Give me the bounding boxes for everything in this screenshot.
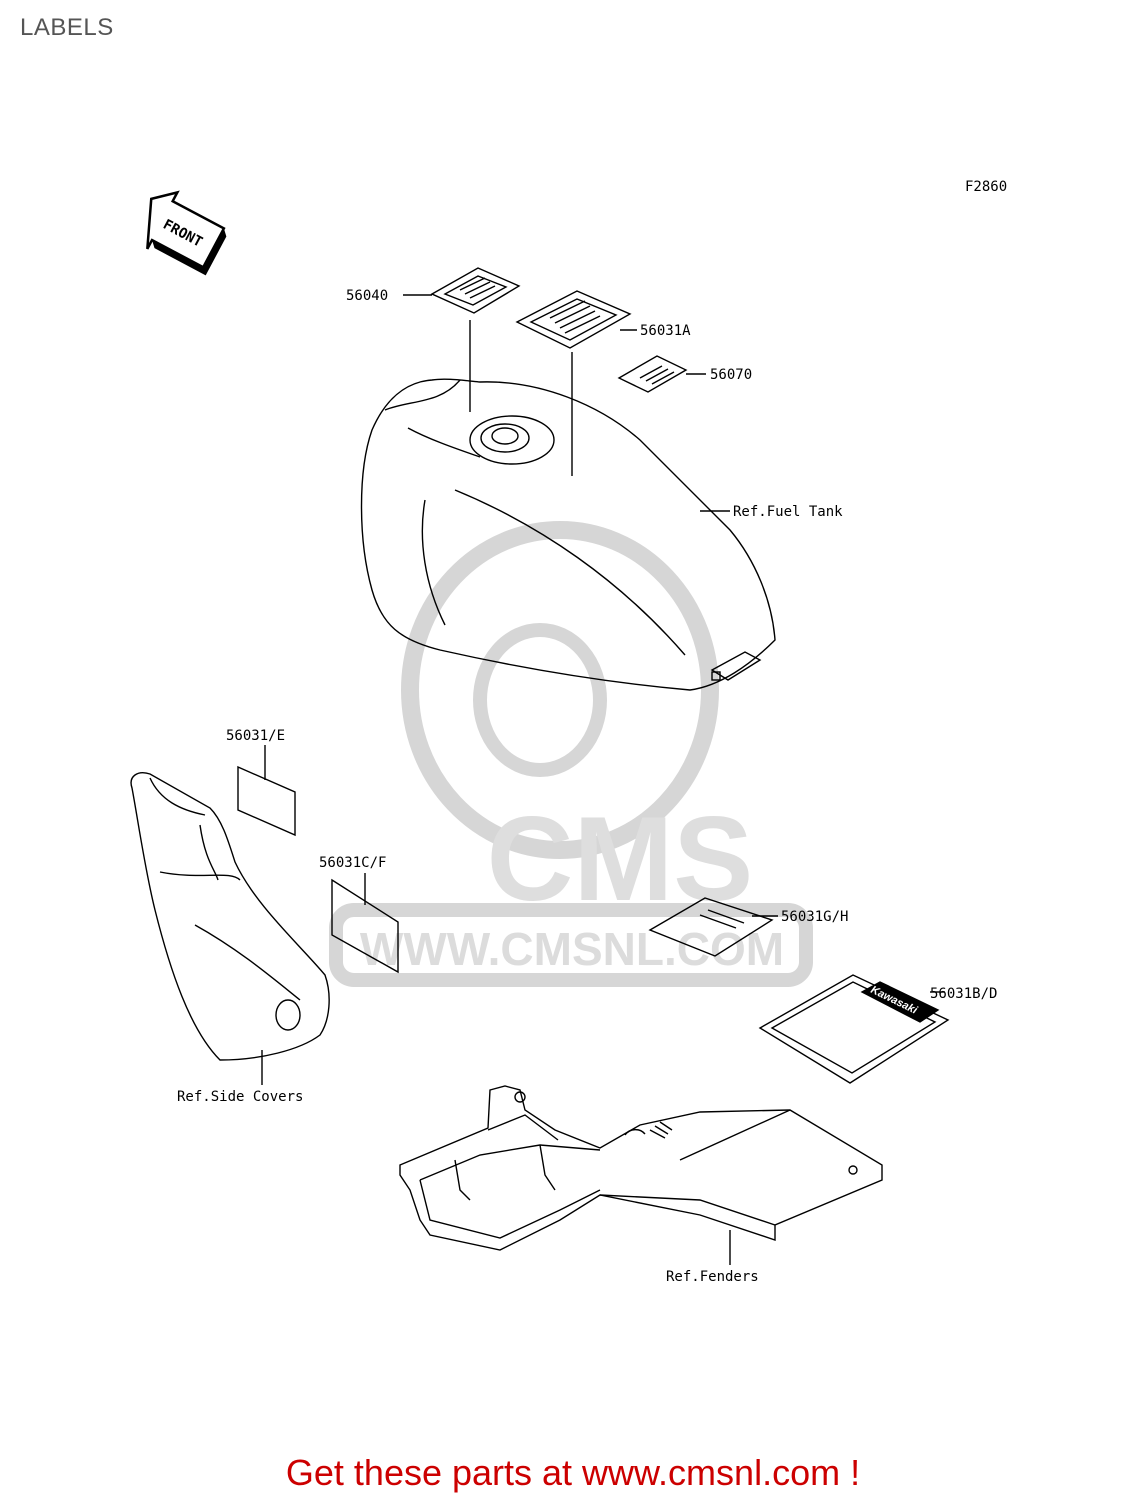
sticker-56040[interactable]: [430, 267, 521, 314]
parts-diagram: CMS WWW.CMSNL.COM F2860 FRONT: [130, 179, 1007, 1285]
callout-56040: 56040: [346, 288, 388, 304]
callout-ref-fuel-tank: Ref.Fuel Tank: [733, 504, 843, 520]
footer-cta: Get these parts at www.cmsnl.com !: [0, 1452, 1146, 1494]
sticker-56031gh[interactable]: [648, 897, 774, 957]
callout-56031bd: 56031B/D: [930, 986, 997, 1002]
callout-56031e: 56031/E: [226, 728, 285, 744]
watermark-mascot-face: [473, 623, 607, 777]
watermark-mascot-head: [401, 521, 719, 859]
fuel-tank[interactable]: [360, 378, 776, 691]
sticker-56070[interactable]: [617, 355, 688, 393]
watermark-brand: CMS: [487, 792, 754, 926]
front-arrow: FRONT: [146, 190, 227, 276]
rear-fender[interactable]: [399, 1085, 883, 1251]
watermark: CMS WWW.CMSNL.COM: [329, 521, 813, 987]
sticker-56031a[interactable]: [515, 290, 632, 349]
page-title: LABELS: [20, 14, 114, 41]
cmsnl-link[interactable]: Get these parts at www.cmsnl.com !: [285, 1452, 861, 1493]
callout-56070: 56070: [710, 367, 752, 383]
callout-ref-side-covers: Ref.Side Covers: [177, 1089, 303, 1105]
sticker-56031cf[interactable]: [331, 878, 399, 974]
figure-id: F2860: [965, 179, 1007, 195]
callout-56031a: 56031A: [640, 323, 691, 339]
watermark-url: WWW.CMSNL.COM: [360, 923, 784, 975]
watermark-banner: [329, 903, 813, 987]
sticker-56031e[interactable]: [237, 765, 296, 837]
callout-ref-fenders: Ref.Fenders: [666, 1269, 759, 1285]
callout-56031cf: 56031C/F: [319, 855, 386, 871]
sticker-56031bd[interactable]: Kawasaki: [758, 974, 950, 1084]
side-cover[interactable]: [130, 772, 330, 1061]
callout-56031gh: 56031G/H: [781, 909, 848, 925]
